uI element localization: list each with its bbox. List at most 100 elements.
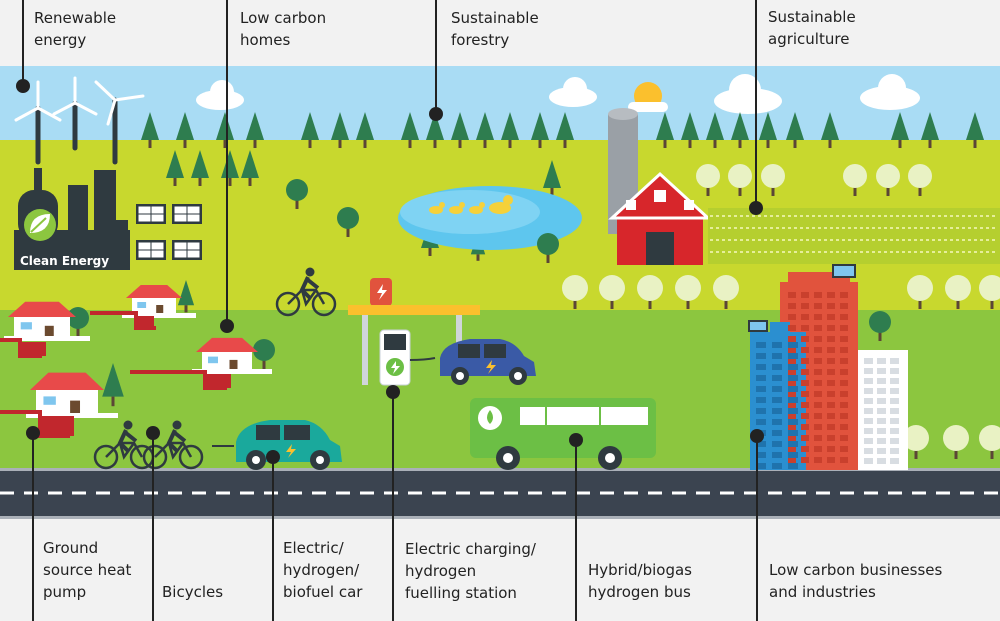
charging-station bbox=[348, 278, 480, 386]
tree-icon bbox=[903, 425, 929, 459]
label-line: fuelling station bbox=[405, 584, 517, 602]
bicycle-icon bbox=[275, 267, 337, 317]
pine-tree-icon bbox=[426, 112, 444, 148]
solar-panel-icon bbox=[172, 204, 202, 224]
tree-icon bbox=[537, 233, 559, 263]
tree-icon bbox=[943, 425, 969, 459]
label-line: Electric/ bbox=[283, 539, 344, 557]
tree-icon bbox=[675, 275, 701, 309]
crop-rows bbox=[710, 215, 998, 253]
callout-dots bbox=[16, 79, 764, 464]
tower-windows bbox=[756, 292, 899, 469]
label-line: Low carbon bbox=[240, 9, 327, 27]
tree-icon bbox=[843, 164, 867, 196]
wind-turbines bbox=[14, 76, 145, 165]
blue-car bbox=[440, 339, 536, 385]
label-line: pump bbox=[43, 583, 87, 601]
label-line: hydrogen bbox=[405, 562, 477, 580]
tree-icon bbox=[907, 275, 933, 309]
tree-icon bbox=[337, 207, 359, 237]
pine-tree-icon bbox=[241, 150, 259, 186]
orchard bbox=[67, 164, 1000, 459]
crop-field bbox=[708, 208, 1000, 264]
tree-icon bbox=[562, 275, 588, 309]
pine-tree-icon bbox=[556, 112, 574, 148]
pine-tree-icon bbox=[191, 150, 209, 186]
pine-tree-icon bbox=[331, 112, 349, 148]
label-line: agriculture bbox=[768, 30, 850, 48]
tree-icon bbox=[696, 164, 720, 196]
tree-icon bbox=[253, 339, 275, 369]
tree-icon bbox=[876, 164, 900, 196]
cloud-icon bbox=[714, 74, 782, 114]
callout-dot-bicycles bbox=[146, 426, 160, 440]
label-line: Sustainable bbox=[451, 9, 539, 27]
pine-tree-icon bbox=[966, 112, 984, 148]
pine-tree-icon bbox=[821, 112, 839, 148]
wind-turbine-icon bbox=[94, 80, 145, 165]
farm bbox=[608, 108, 712, 265]
droplet-icon bbox=[487, 410, 493, 424]
pine-tree-icon bbox=[543, 160, 561, 196]
callout-dot-agriculture bbox=[749, 201, 763, 215]
bicycle-icon bbox=[93, 420, 155, 470]
solar-panel-icon bbox=[748, 320, 768, 332]
clouds bbox=[196, 74, 920, 114]
pine-tree-icon bbox=[141, 112, 159, 148]
callout-dot-bus bbox=[569, 433, 583, 447]
label-strip bbox=[0, 519, 1000, 621]
label-low-carbon-businesses: Low carbon businesses and industries bbox=[769, 559, 942, 603]
cyclists bbox=[93, 267, 337, 470]
pine-tree-icon bbox=[221, 150, 239, 186]
pine-tree-icon bbox=[891, 112, 909, 148]
pine-tree-icon bbox=[759, 112, 777, 148]
solar-panel-icon bbox=[832, 264, 856, 278]
wind-turbine-icon bbox=[14, 80, 62, 165]
tree-icon bbox=[713, 275, 739, 309]
tree-icon bbox=[637, 275, 663, 309]
clean-energy-plant: Clean Energy bbox=[14, 168, 130, 270]
bus bbox=[470, 398, 656, 470]
label-line: Bicycles bbox=[162, 583, 224, 601]
heat-pump-pipes bbox=[0, 311, 231, 438]
label-bicycles: Bicycles bbox=[162, 581, 223, 603]
pine-tree-icon bbox=[731, 112, 749, 148]
label-line: Electric charging/ bbox=[405, 540, 536, 558]
pine-tree-icon bbox=[476, 112, 494, 148]
tree-icon bbox=[67, 307, 89, 337]
tree-icon bbox=[979, 425, 1000, 459]
leaf-icon bbox=[24, 209, 56, 241]
label-line: source heat bbox=[43, 561, 132, 579]
pine-tree-icon bbox=[176, 112, 194, 148]
tree-icon bbox=[599, 275, 625, 309]
label-renewable-energy: Renewable energy bbox=[34, 7, 116, 51]
houses bbox=[4, 285, 272, 418]
sun-icon bbox=[628, 82, 668, 112]
label-sustainable-agriculture: Sustainable agriculture bbox=[768, 6, 856, 50]
house-icon bbox=[122, 285, 196, 318]
pine-tree-icon bbox=[246, 112, 264, 148]
tree-icon bbox=[945, 275, 971, 309]
tree-icon bbox=[869, 311, 891, 341]
callout-dot-charging bbox=[386, 385, 400, 399]
pine-tree-icon bbox=[681, 112, 699, 148]
solar-panel-icon bbox=[136, 240, 166, 260]
pine-tree-icon bbox=[216, 112, 234, 148]
tree-icon bbox=[979, 275, 1000, 309]
label-line: biofuel car bbox=[283, 583, 363, 601]
lightning-icon bbox=[377, 284, 387, 300]
callout-dot-car bbox=[266, 450, 280, 464]
label-line: forestry bbox=[451, 31, 510, 49]
pine-tree-icon bbox=[656, 112, 674, 148]
label-line: hydrogen bus bbox=[588, 583, 691, 601]
label-line: Low carbon businesses bbox=[769, 561, 943, 579]
label-charging-station: Electric charging/ hydrogen fuelling sta… bbox=[405, 538, 536, 604]
tree-icon bbox=[908, 164, 932, 196]
cloud-icon bbox=[860, 74, 920, 110]
bicycle-icon bbox=[142, 420, 204, 470]
label-low-carbon-homes: Low carbon homes bbox=[240, 7, 326, 51]
pine-tree-icon bbox=[356, 112, 374, 148]
label-line: Sustainable bbox=[768, 8, 856, 26]
